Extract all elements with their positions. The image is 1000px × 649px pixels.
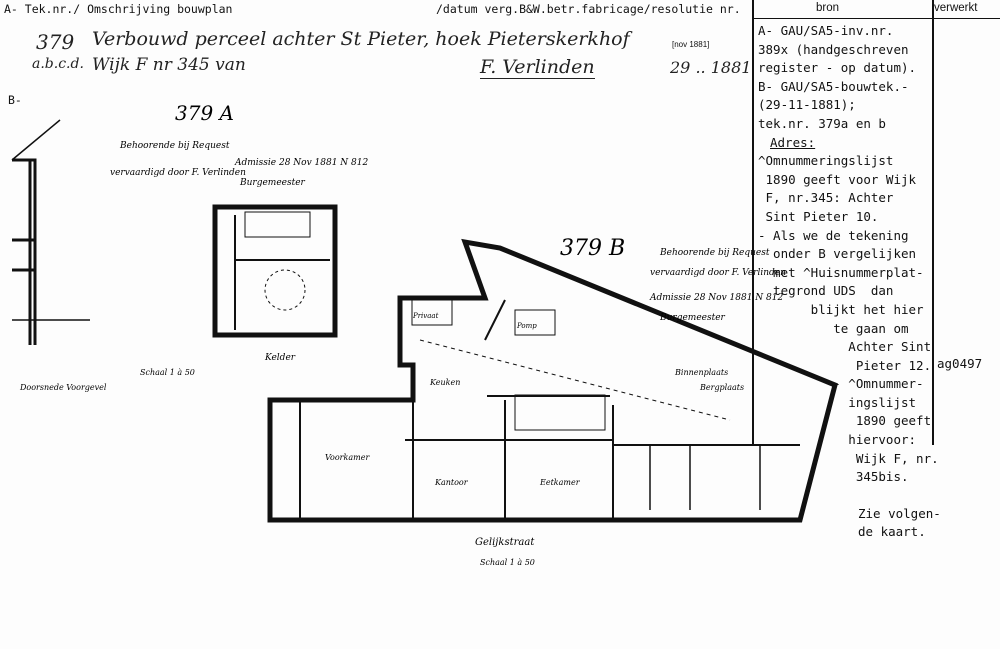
adres-line: F, nr.345: Achter	[758, 190, 894, 206]
verwerkt-column: verwerkt	[930, 0, 1000, 18]
plan-b-label: 379 B	[560, 236, 625, 261]
room-label: Keuken	[429, 378, 460, 387]
kelder-label: Kelder	[264, 353, 296, 363]
adres-line: 1890 geeft	[758, 413, 932, 429]
schaal-b-label: Schaal 1 à 50	[480, 558, 535, 567]
adres-line: Pieter 12.	[758, 357, 932, 373]
adres-line: met ^Huisnummerplat-	[758, 264, 924, 280]
hand-line2: Wijk F nr 345 van	[92, 55, 246, 75]
room-label: Kantoor	[434, 478, 469, 487]
adres-line: Sint Pieter 10.	[758, 208, 879, 224]
plan-b-made-by: vervaardigd door F. Verlinden	[650, 268, 786, 278]
bron-header: bron	[816, 2, 840, 14]
adres-line: ingslijst	[758, 394, 917, 410]
adres-line: - Als we de tekening	[758, 227, 909, 243]
hand-number: 379	[36, 30, 75, 54]
bron-line: register - op datum).	[758, 60, 917, 76]
adres-line: te gaan om	[758, 320, 909, 336]
header-middle: /datum verg.B&W.betr.fabricage/resolutie…	[436, 2, 741, 16]
schaal-a-label: Schaal 1 à 50	[140, 368, 195, 377]
adres-line: Wijk F, nr.	[758, 450, 939, 466]
room-label: Eetkamer	[539, 478, 581, 487]
adres-line: blijkt het hier	[758, 301, 924, 317]
room-label: Voorkamer	[325, 453, 370, 462]
street-label: Gelijkstraat	[475, 537, 535, 548]
room-label: Pomp	[516, 322, 537, 330]
verwerkt-header: verwerkt	[934, 2, 978, 14]
header-left: A- Tek.nr./ Omschrijving bouwplan	[4, 2, 233, 16]
plan-a-mayor: Burgemeester	[239, 178, 306, 188]
plan-a-admitted: Admissie 28 Nov 1881 N 812	[234, 158, 368, 168]
plan-a-label: 379 A	[175, 101, 234, 125]
adres-line: onder B vergelijken	[758, 246, 917, 262]
footer-line: Zie volgen-	[858, 505, 941, 521]
adres-line: ^Omnummeringslijst	[758, 153, 894, 169]
plan-a-belongs: Behoorende bij Request	[119, 141, 230, 151]
bron-line: (29-11-1881);	[758, 97, 856, 113]
bron-line: 389x (handgeschreven	[758, 41, 909, 57]
adres-line: Achter Sint	[758, 339, 932, 355]
room-label: Bergplaats	[699, 383, 744, 392]
section-b-label: B-	[8, 93, 22, 107]
plan-b-mayor: Burgemeester	[659, 313, 726, 323]
adres-label: Adres:	[770, 134, 816, 150]
bron-column: bron A- GAU/SA5-inv.nr. 389x (handgeschr…	[752, 0, 941, 539]
adres-line: tegrond UDS dan	[758, 283, 894, 299]
hand-date: 29 .. 1881	[670, 58, 752, 77]
hand-letters: a.b.c.d.	[32, 56, 84, 72]
footer-line: de kaart.	[858, 524, 926, 540]
adres-line: hiervoor:	[758, 432, 917, 448]
verwerkt-code: ag0497	[937, 356, 983, 371]
header-divider	[752, 18, 1000, 19]
adres-line: 345bis.	[758, 469, 909, 485]
plan-b-belongs: Behoorende bij Request	[659, 248, 770, 258]
room-label: Privaat	[412, 312, 439, 320]
bron-line: tek.nr. 379a en b	[758, 115, 886, 131]
date-stamp: [nov 1881]	[672, 40, 710, 49]
adres-line: 1890 geeft voor Wijk	[758, 171, 917, 187]
plan-a-made-by: vervaardigd door F. Verlinden	[110, 168, 246, 178]
hand-line1: Verbouwd perceel achter St Pieter, hoek …	[92, 28, 630, 50]
doorsnede-label: Doorsnede Voorgevel	[19, 383, 107, 392]
bron-line: B- GAU/SA5-bouwtek.-	[758, 78, 909, 94]
bron-line: A- GAU/SA5-inv.nr.	[758, 23, 894, 38]
signature: F. Verlinden	[480, 56, 595, 79]
room-label: Binnenplaats	[674, 368, 728, 377]
plan-b-admitted: Admissie 28 Nov 1881 N 812	[649, 293, 783, 303]
